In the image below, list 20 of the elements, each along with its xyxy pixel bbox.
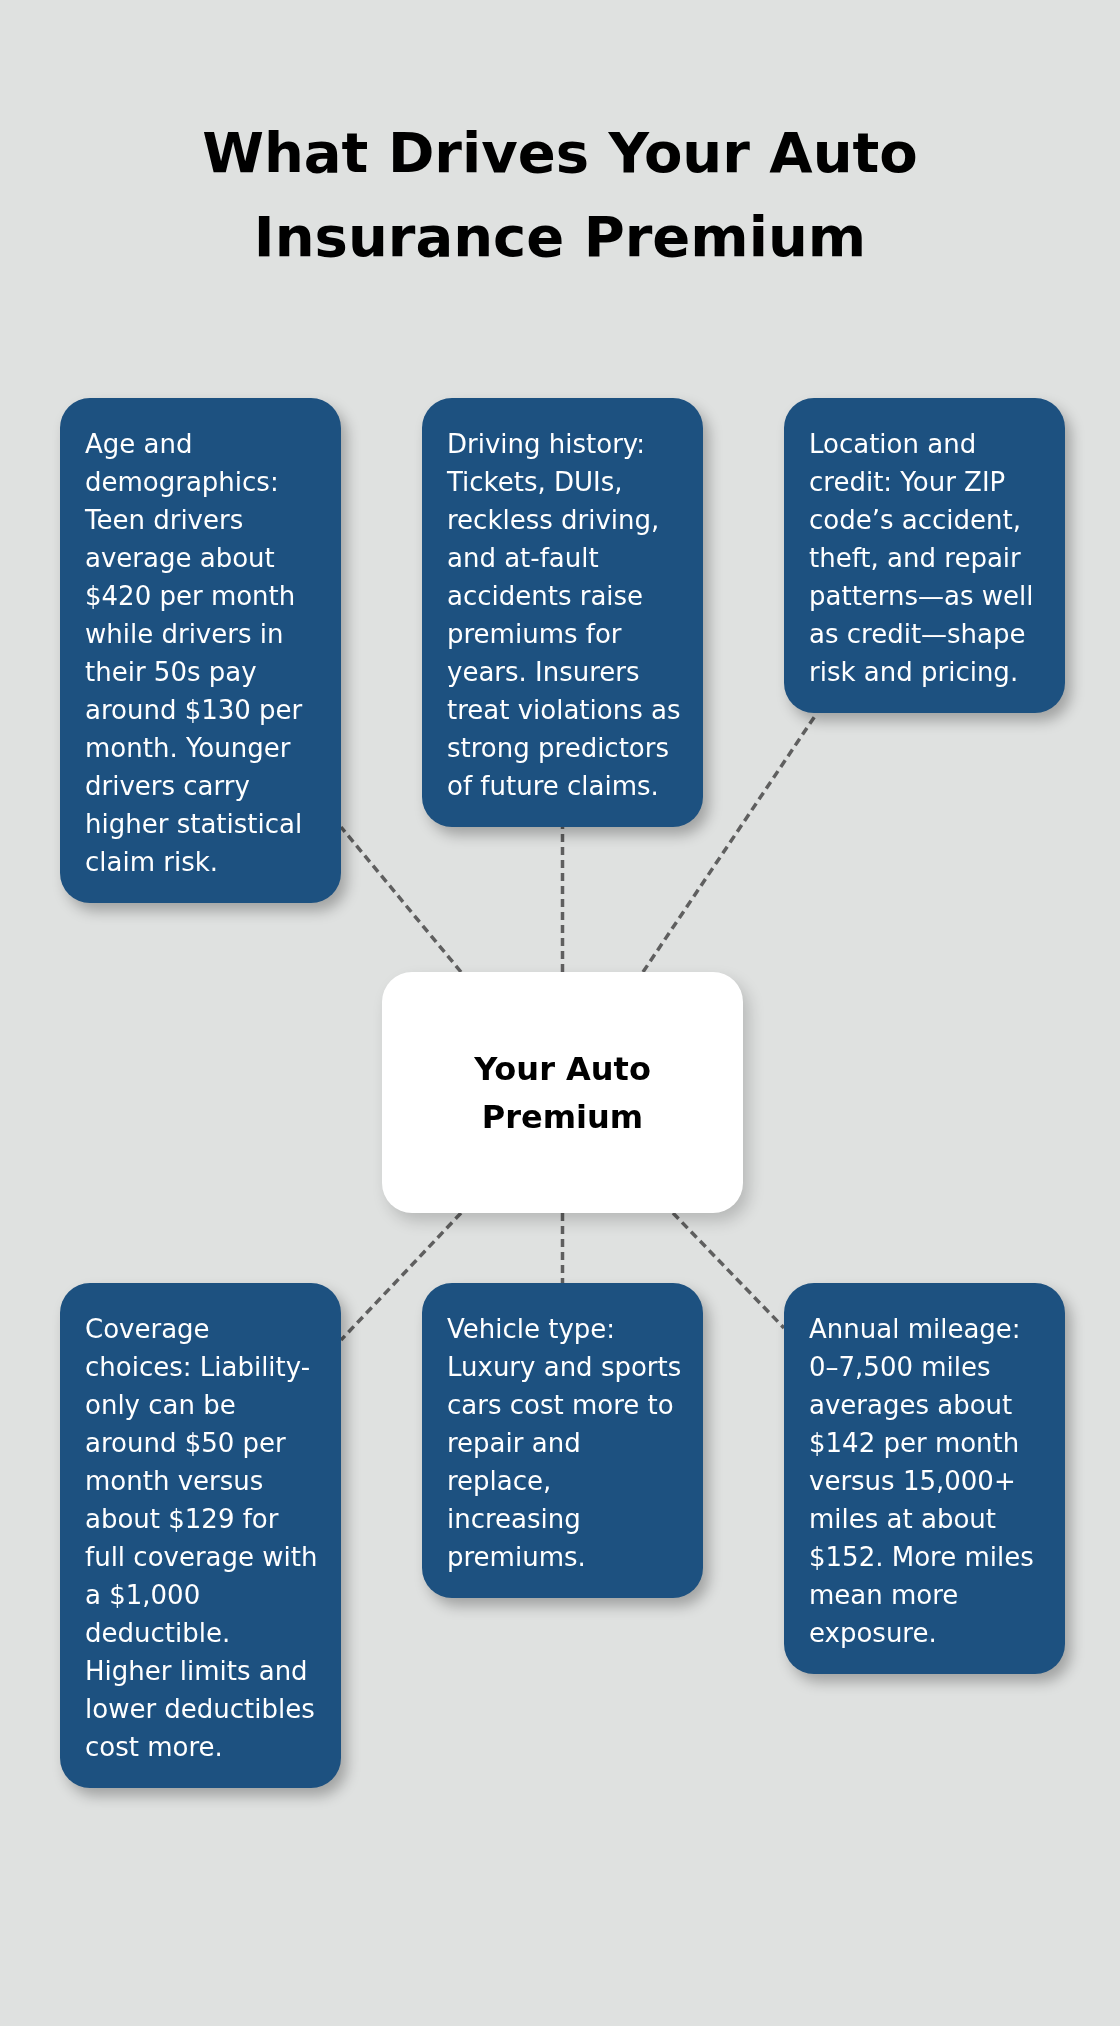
- dashed-connector: [560, 827, 565, 972]
- factor-card: [422, 398, 703, 827]
- factor-card: [784, 398, 1065, 713]
- factor-description: Age and demographics: Teen drivers average about $420 per month while drivers in their 50s pay around $130 per month. Younger drivers carry higher statistical claim risk.: [85, 428, 304, 879]
- factor-card: [60, 398, 341, 903]
- factor-description: Coverage choices: Liability-only can be around $50 per month versus about $129 for full coverage with a $1,000 deductible. Higher limits and lower deductibles cost more.: [85, 1313, 319, 1764]
- factor-description: Location and credit: Your ZIP code’s accident, theft, and repair patterns—as well as credit—shape risk and pricing.: [809, 428, 1035, 689]
- center-label: Your Auto Premium: [473, 1048, 652, 1138]
- factor-card: [784, 1283, 1065, 1674]
- dashed-connector: [560, 1213, 565, 1283]
- center-card: [382, 972, 743, 1213]
- factor-card: [422, 1283, 703, 1598]
- factor-description: Vehicle type: Luxury and sports cars cost more to repair and replace, increasing premiums.: [447, 1313, 683, 1574]
- factor-card: [60, 1283, 341, 1788]
- dashed-connector: [339, 1211, 463, 1342]
- title: What Drives Your Auto Insurance Premium: [201, 119, 919, 271]
- factor-description: Annual mileage: 0–7,500 miles averages about $142 per month versus 15,000+ miles at about $152. More miles mean more exposure.: [809, 1313, 1035, 1650]
- factor-description: Driving history: Tickets, DUIs, reckless driving, and at-fault accidents raise premiums for years. Insurers treat violations as strong predictors of future claims.: [447, 428, 682, 803]
- dashed-connector: [339, 825, 463, 974]
- dashed-connector: [671, 1211, 786, 1330]
